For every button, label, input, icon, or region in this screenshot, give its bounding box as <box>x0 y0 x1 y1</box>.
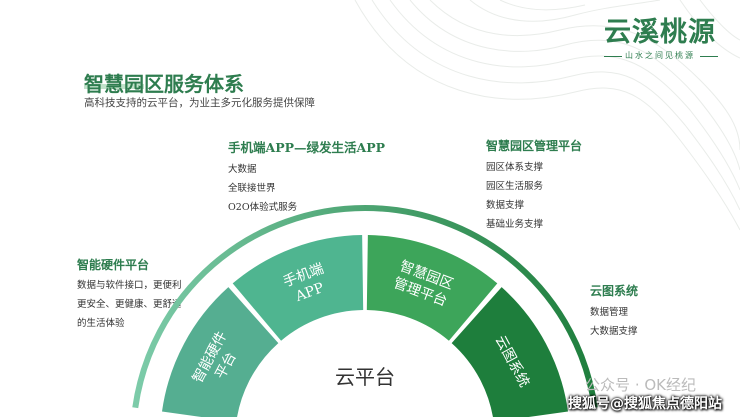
diagram-segment <box>366 235 498 341</box>
group-mobile-app-title: 手机端APP—绿发生活APP <box>228 140 385 155</box>
page-title: 智慧园区服务体系 <box>84 72 244 96</box>
group-cloud-map-item: 数据管理 <box>590 307 629 318</box>
page-subtitle: 高科技支持的云平台，为业主多元化服务提供保障 <box>84 97 315 109</box>
group-park-management-title: 智慧园区管理平台 <box>486 139 583 153</box>
group-cloud-map-item: 大数据支撑 <box>590 326 638 337</box>
diagram-segment <box>451 287 569 417</box>
outer-arc <box>132 205 598 409</box>
group-cloud-map-title: 云图系统 <box>590 284 639 298</box>
group-park-management-item: 数据支撑 <box>486 200 525 211</box>
group-mobile-app-item: O2O体验式服务 <box>228 202 298 213</box>
group-park-management-item: 园区体系支撑 <box>486 162 544 173</box>
group-park-management-item: 园区生活服务 <box>486 181 544 192</box>
group-smart-hardware-item: 的生活体验 <box>77 318 125 329</box>
diagram-segment <box>232 235 364 341</box>
brand-logo-title: 云溪桃源 <box>604 17 716 48</box>
logo-divider-right <box>700 56 718 57</box>
group-smart-hardware-item: 数据与软件接口，更便利 <box>77 280 182 291</box>
watermark-source: 搜狐号@搜狐焦点德阳站 <box>568 396 722 412</box>
heading-highlight-bar <box>84 84 144 89</box>
diagram-segment <box>161 287 279 417</box>
group-smart-hardware-item: 更安全、更健康、更舒适 <box>77 299 182 310</box>
center-label: 云平台 <box>335 365 395 389</box>
group-mobile-app-item: 大数据 <box>228 164 257 175</box>
group-smart-hardware: 智能硬件平台 数据与软件接口，更便利 更安全、更健康、更舒适 的生活体验 <box>77 256 182 333</box>
group-cloud-map: 云图系统 数据管理 大数据支撑 <box>590 282 638 341</box>
brand-logo-subtitle: 山水之间见桃源 <box>625 51 695 60</box>
group-park-management: 智慧园区管理平台 园区体系支撑 园区生活服务 数据支撑 基础业务支撑 <box>486 137 582 234</box>
group-smart-hardware-title: 智能硬件平台 <box>77 258 150 272</box>
group-park-management-item: 基础业务支撑 <box>486 219 544 230</box>
group-mobile-app: 手机端APP—绿发生活APP 大数据 全联接世界 O2O体验式服务 <box>228 137 385 217</box>
logo-divider-left <box>604 56 622 57</box>
watermark-account: 公众号 · OK经纪 <box>585 376 696 394</box>
group-mobile-app-item: 全联接世界 <box>228 183 276 194</box>
